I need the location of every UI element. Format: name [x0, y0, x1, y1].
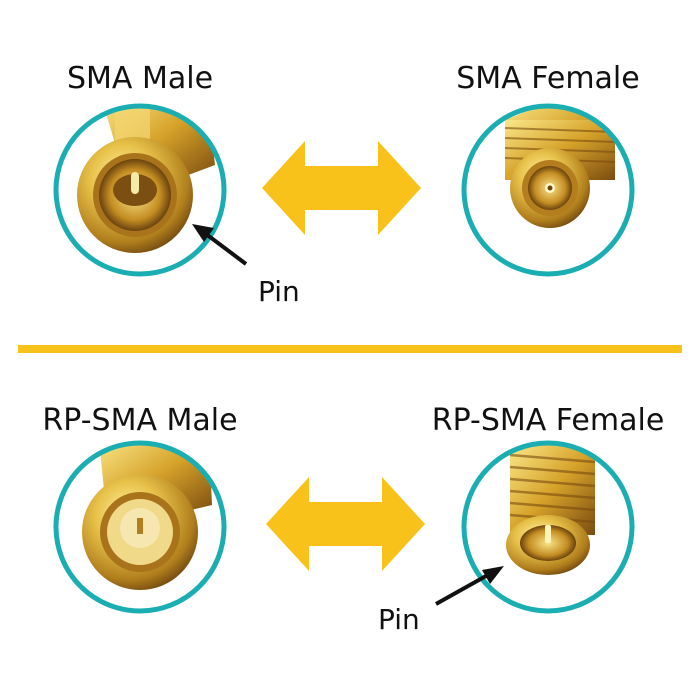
sma-female-ring: [461, 103, 635, 277]
rp-sma-female-pin-label: Pin: [378, 603, 420, 636]
sma-male-pin-label: Pin: [258, 275, 300, 308]
sma-female-label: SMA Female: [456, 61, 640, 96]
rp-sma-female-label: RP-SMA Female: [431, 403, 665, 438]
rp-sma-female-ring: [461, 440, 635, 614]
bottom-double-arrow-icon: [266, 477, 425, 571]
sma-male-ring: [53, 103, 227, 277]
sma-female-image: [504, 106, 616, 228]
section-divider: [18, 345, 682, 353]
top-double-arrow-icon: [262, 141, 421, 235]
sma-male-image: [77, 106, 215, 253]
rp-sma-female-pointer-icon: [435, 566, 504, 606]
rp-sma-female-image: [506, 445, 596, 575]
sma-male-pointer-icon: [192, 224, 248, 266]
rp-sma-male-ring: [53, 440, 227, 614]
sma-male-label: SMA Male: [66, 61, 214, 96]
rp-sma-male-label: RP-SMA Male: [42, 403, 238, 438]
